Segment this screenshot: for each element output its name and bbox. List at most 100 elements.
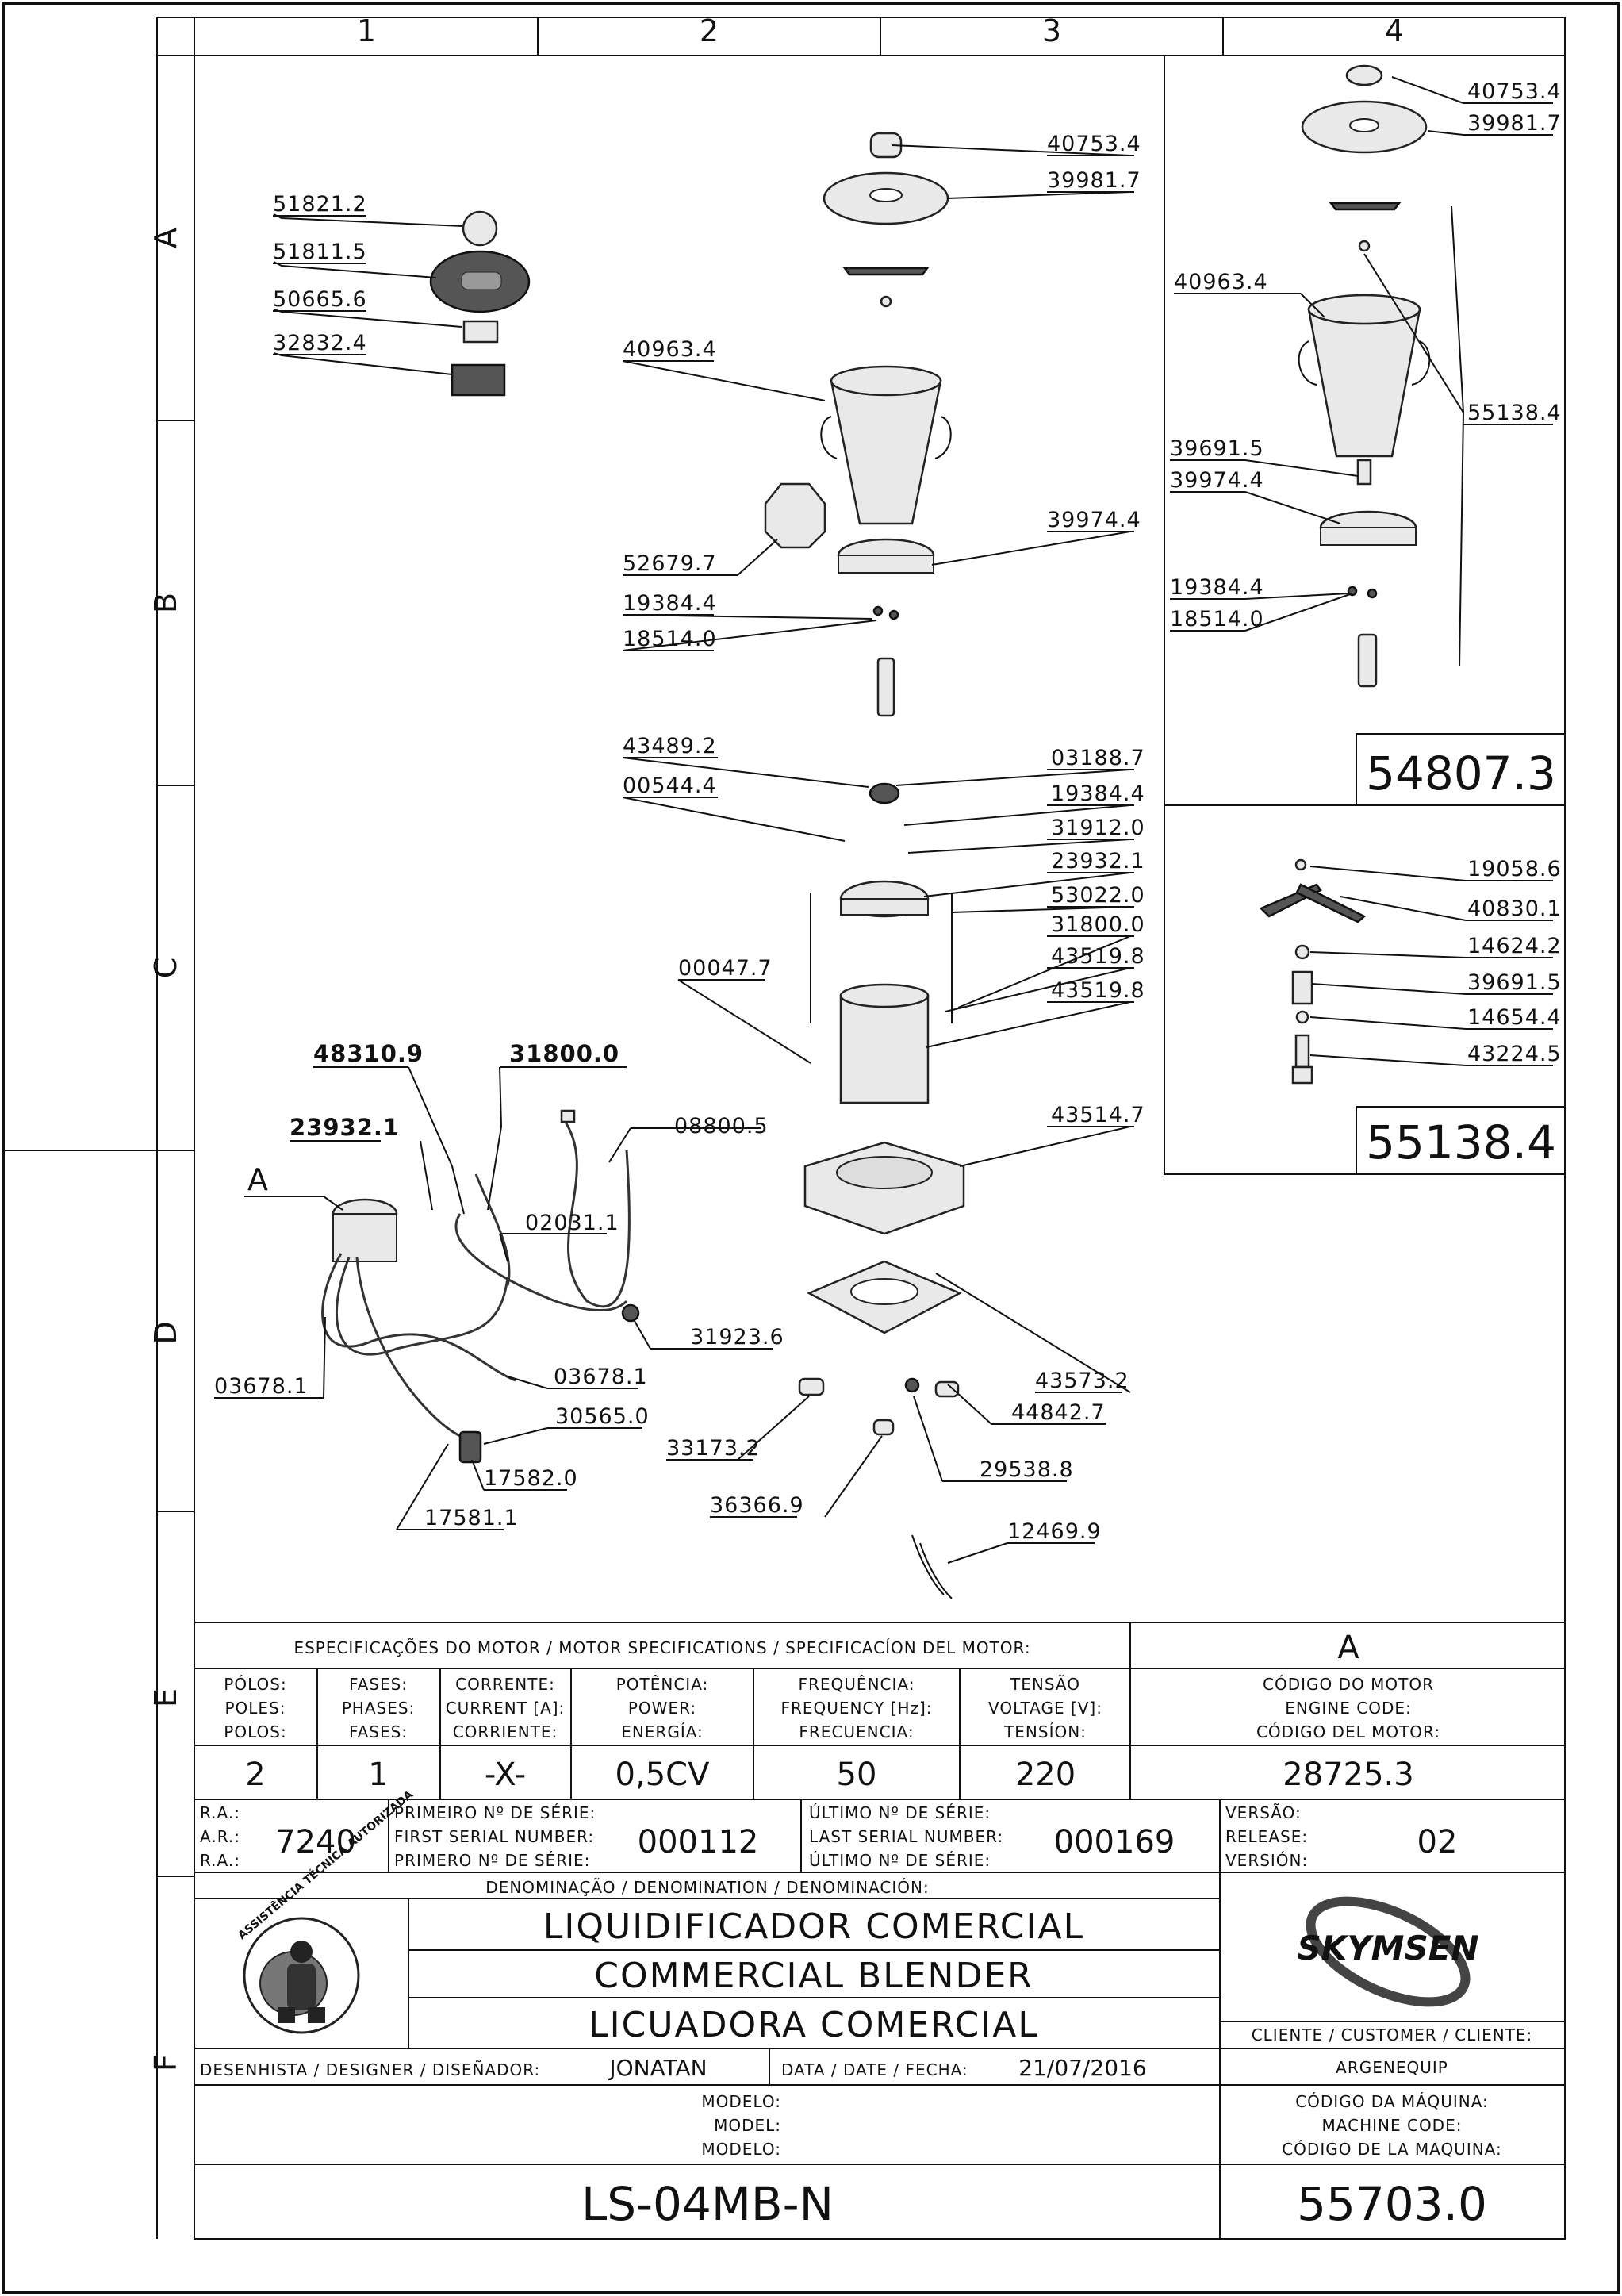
version-label-1: VERSÃO:	[1225, 1803, 1302, 1822]
switch-part	[451, 363, 506, 397]
phases-value: 1	[368, 1757, 388, 1793]
sticker-part	[462, 320, 499, 344]
poles-h2: POLES:	[224, 1699, 286, 1718]
callout-19384-4: 19384.4	[623, 591, 717, 616]
date-value: 21/07/2016	[1018, 2055, 1146, 2081]
motor-spec-table	[194, 1622, 1565, 1800]
callout-03678-1-right: 03678.1	[554, 1365, 648, 1389]
machine-code-label-1: CÓDIGO DA MÁQUINA:	[1295, 2092, 1489, 2111]
callout-00544-4: 00544.4	[623, 774, 717, 798]
wiring-harness	[321, 1109, 640, 1464]
model-value: LS-04MB-N	[581, 2177, 834, 2231]
frequency-value: 50	[837, 1757, 877, 1793]
ra-value: 7240	[275, 1824, 356, 1860]
label-parts-group	[273, 210, 531, 397]
poles-h1: PÓLOS:	[224, 1675, 286, 1694]
customer-value: ARGENEQUIP	[1336, 2058, 1448, 2077]
gasket-part	[764, 482, 826, 549]
power-h1: POTÊNCIA:	[616, 1675, 709, 1694]
frequency-h2: FREQUENCY [Hz]:	[780, 1699, 932, 1718]
callout-r-19384-4: 19384.4	[1170, 575, 1264, 600]
current-h2: CURRENT [A]:	[446, 1699, 566, 1718]
callout-40753-4: 40753.4	[1047, 132, 1141, 156]
callout-51811-5: 51811.5	[273, 240, 367, 264]
callout-31923-6: 31923.6	[690, 1325, 784, 1350]
callout-k-19058-6: 19058.6	[1467, 857, 1562, 881]
callout-48310-9: 48310.9	[313, 1040, 424, 1067]
callout-23932-1: 23932.1	[1051, 849, 1145, 873]
power-h3: ENERGÍA:	[621, 1722, 704, 1741]
date-label: DATA / DATE / FECHA:	[781, 2060, 968, 2079]
callout-33173-2: 33173.2	[666, 1436, 761, 1461]
model-label-3: MODELO:	[701, 2140, 781, 2159]
serial-row	[194, 1799, 1565, 1873]
current-value: -X-	[485, 1757, 526, 1793]
switch-connector-part	[458, 1430, 482, 1464]
callout-53022-0: 53022.0	[1051, 883, 1145, 908]
first-serial-label-2: FIRST SERIAL NUMBER:	[394, 1827, 594, 1846]
frequency-h3: FRECUENCIA:	[799, 1722, 914, 1741]
ra-label-2: A.R.:	[200, 1827, 240, 1846]
brand-name: SKYMSEN	[1297, 1929, 1478, 1968]
motor-body-part	[839, 994, 930, 1104]
callout-18514-0: 18514.0	[623, 627, 717, 651]
jar-part	[830, 379, 942, 525]
zone-col-3: 3	[1042, 13, 1061, 48]
callout-03188-7: 03188.7	[1051, 746, 1145, 770]
callout-02031-1: 02031.1	[525, 1211, 619, 1235]
callout-03678-1-left: 03678.1	[214, 1374, 309, 1399]
callout-43519-8: 43519.8	[1051, 944, 1145, 969]
first-serial-value: 000112	[638, 1824, 759, 1860]
power-value: 0,5CV	[615, 1757, 711, 1793]
engine-code-h3: CÓDIGO DEL MOTOR:	[1256, 1722, 1440, 1741]
callout-30565-0: 30565.0	[555, 1404, 650, 1429]
kit-55138-4-parts	[1259, 858, 1367, 1085]
version-label-3: VERSIÓN:	[1225, 1851, 1308, 1870]
first-serial-label-1: PRIMEIRO Nº DE SÉRIE:	[394, 1803, 596, 1822]
voltage-h2: VOLTAGE [V]:	[988, 1699, 1102, 1718]
callout-50665-6: 50665.6	[273, 287, 367, 312]
zone-col-2: 2	[700, 13, 719, 48]
model-label-2: MODEL:	[714, 2116, 781, 2135]
last-serial-label-2: LAST SERIAL NUMBER:	[809, 1827, 1003, 1846]
customer-label: CLIENTE / CUSTOMER / CLIENTE:	[1252, 2025, 1533, 2045]
engine-code-h1: CÓDIGO DO MOTOR	[1263, 1675, 1434, 1694]
coupling-part	[876, 657, 895, 717]
designer-value: JONATAN	[608, 2055, 707, 2081]
title-spanish: LICUADORA COMERCIAL	[589, 2005, 1039, 2045]
callout-r-39691-5: 39691.5	[1170, 436, 1264, 461]
jar-assembly	[764, 132, 952, 717]
skymsen-brand-logo: SKYMSEN	[1297, 1896, 1479, 2007]
callout-r-55138-4: 55138.4	[1467, 401, 1562, 425]
callout-31912-0: 31912.0	[1051, 816, 1145, 840]
foot-part	[798, 1377, 825, 1396]
kit-55138-4-code: 55138.4	[1366, 1115, 1556, 1169]
ra-label-1: R.A.:	[200, 1803, 240, 1822]
zone-row-b: B	[148, 593, 183, 613]
callout-k-43224-5: 43224.5	[1467, 1042, 1562, 1066]
callout-19384-4-b: 19384.4	[1051, 781, 1145, 806]
callout-00047-7: 00047.7	[678, 956, 773, 981]
callout-k-39691-5: 39691.5	[1467, 970, 1562, 995]
machine-code-label-3: CÓDIGO DE LA MAQUINA:	[1282, 2140, 1502, 2159]
callout-52679-7: 52679.7	[623, 551, 717, 576]
callout-43519-8-dup: 43519.8	[1051, 978, 1145, 1003]
phases-h2: PHASES:	[342, 1699, 416, 1718]
title-english: COMMERCIAL BLENDER	[594, 1956, 1033, 1996]
callout-r-39974-4: 39974.4	[1170, 468, 1264, 493]
kit-54807-3-parts	[1298, 64, 1431, 688]
zone-col-1: 1	[357, 13, 376, 48]
denomination-label: DENOMINAÇÃO / DENOMINATION / DENOMINACIÓ…	[485, 1878, 929, 1897]
callout-39981-7: 39981.7	[1047, 168, 1141, 193]
zone-col-4: 4	[1385, 13, 1404, 48]
cable-gland-part	[621, 1303, 640, 1323]
machine-code-value: 55703.0	[1297, 2177, 1487, 2231]
version-value: 02	[1417, 1824, 1458, 1860]
callout-43489-2: 43489.2	[623, 734, 717, 758]
callout-r-18514-0: 18514.0	[1170, 607, 1264, 632]
zone-row-a: A	[148, 228, 183, 248]
callout-36366-9: 36366.9	[710, 1493, 804, 1518]
callout-40963-4: 40963.4	[623, 337, 717, 362]
last-serial-label-1: ÚLTIMO Nº DE SÉRIE:	[809, 1803, 991, 1822]
